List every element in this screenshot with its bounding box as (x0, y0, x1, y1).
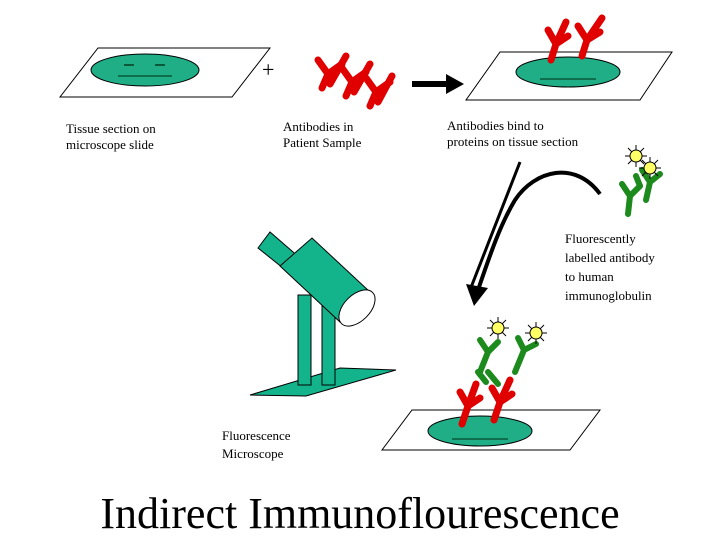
tissue-section-label: Tissue section on microscope slide (66, 121, 156, 152)
antibody-icon (456, 376, 516, 428)
microscope-icon (249, 231, 397, 397)
slide-icon (465, 51, 673, 101)
antibody-icon (544, 14, 606, 64)
microscope-label: Fluorescence Microscope (222, 428, 291, 461)
arrow-icon (468, 161, 522, 291)
page-title: Indirect Immunoflourescence (100, 489, 620, 538)
slide-icon (381, 409, 601, 451)
labelled-antibody-icon (619, 144, 663, 217)
plus-sign: + (262, 57, 275, 82)
labelled-antibody-icon (475, 316, 548, 387)
slide-icon (58, 47, 272, 98)
arrow-icon (412, 74, 464, 94)
antibodies-bind-label: Antibodies bind to proteins on tissue se… (447, 118, 579, 149)
antibody-icon (314, 52, 396, 110)
fluorescently-labelled-label: Fluorescently labelled antibody to human… (565, 231, 655, 303)
antibodies-patient-label: Antibodies in Patient Sample (283, 119, 362, 150)
